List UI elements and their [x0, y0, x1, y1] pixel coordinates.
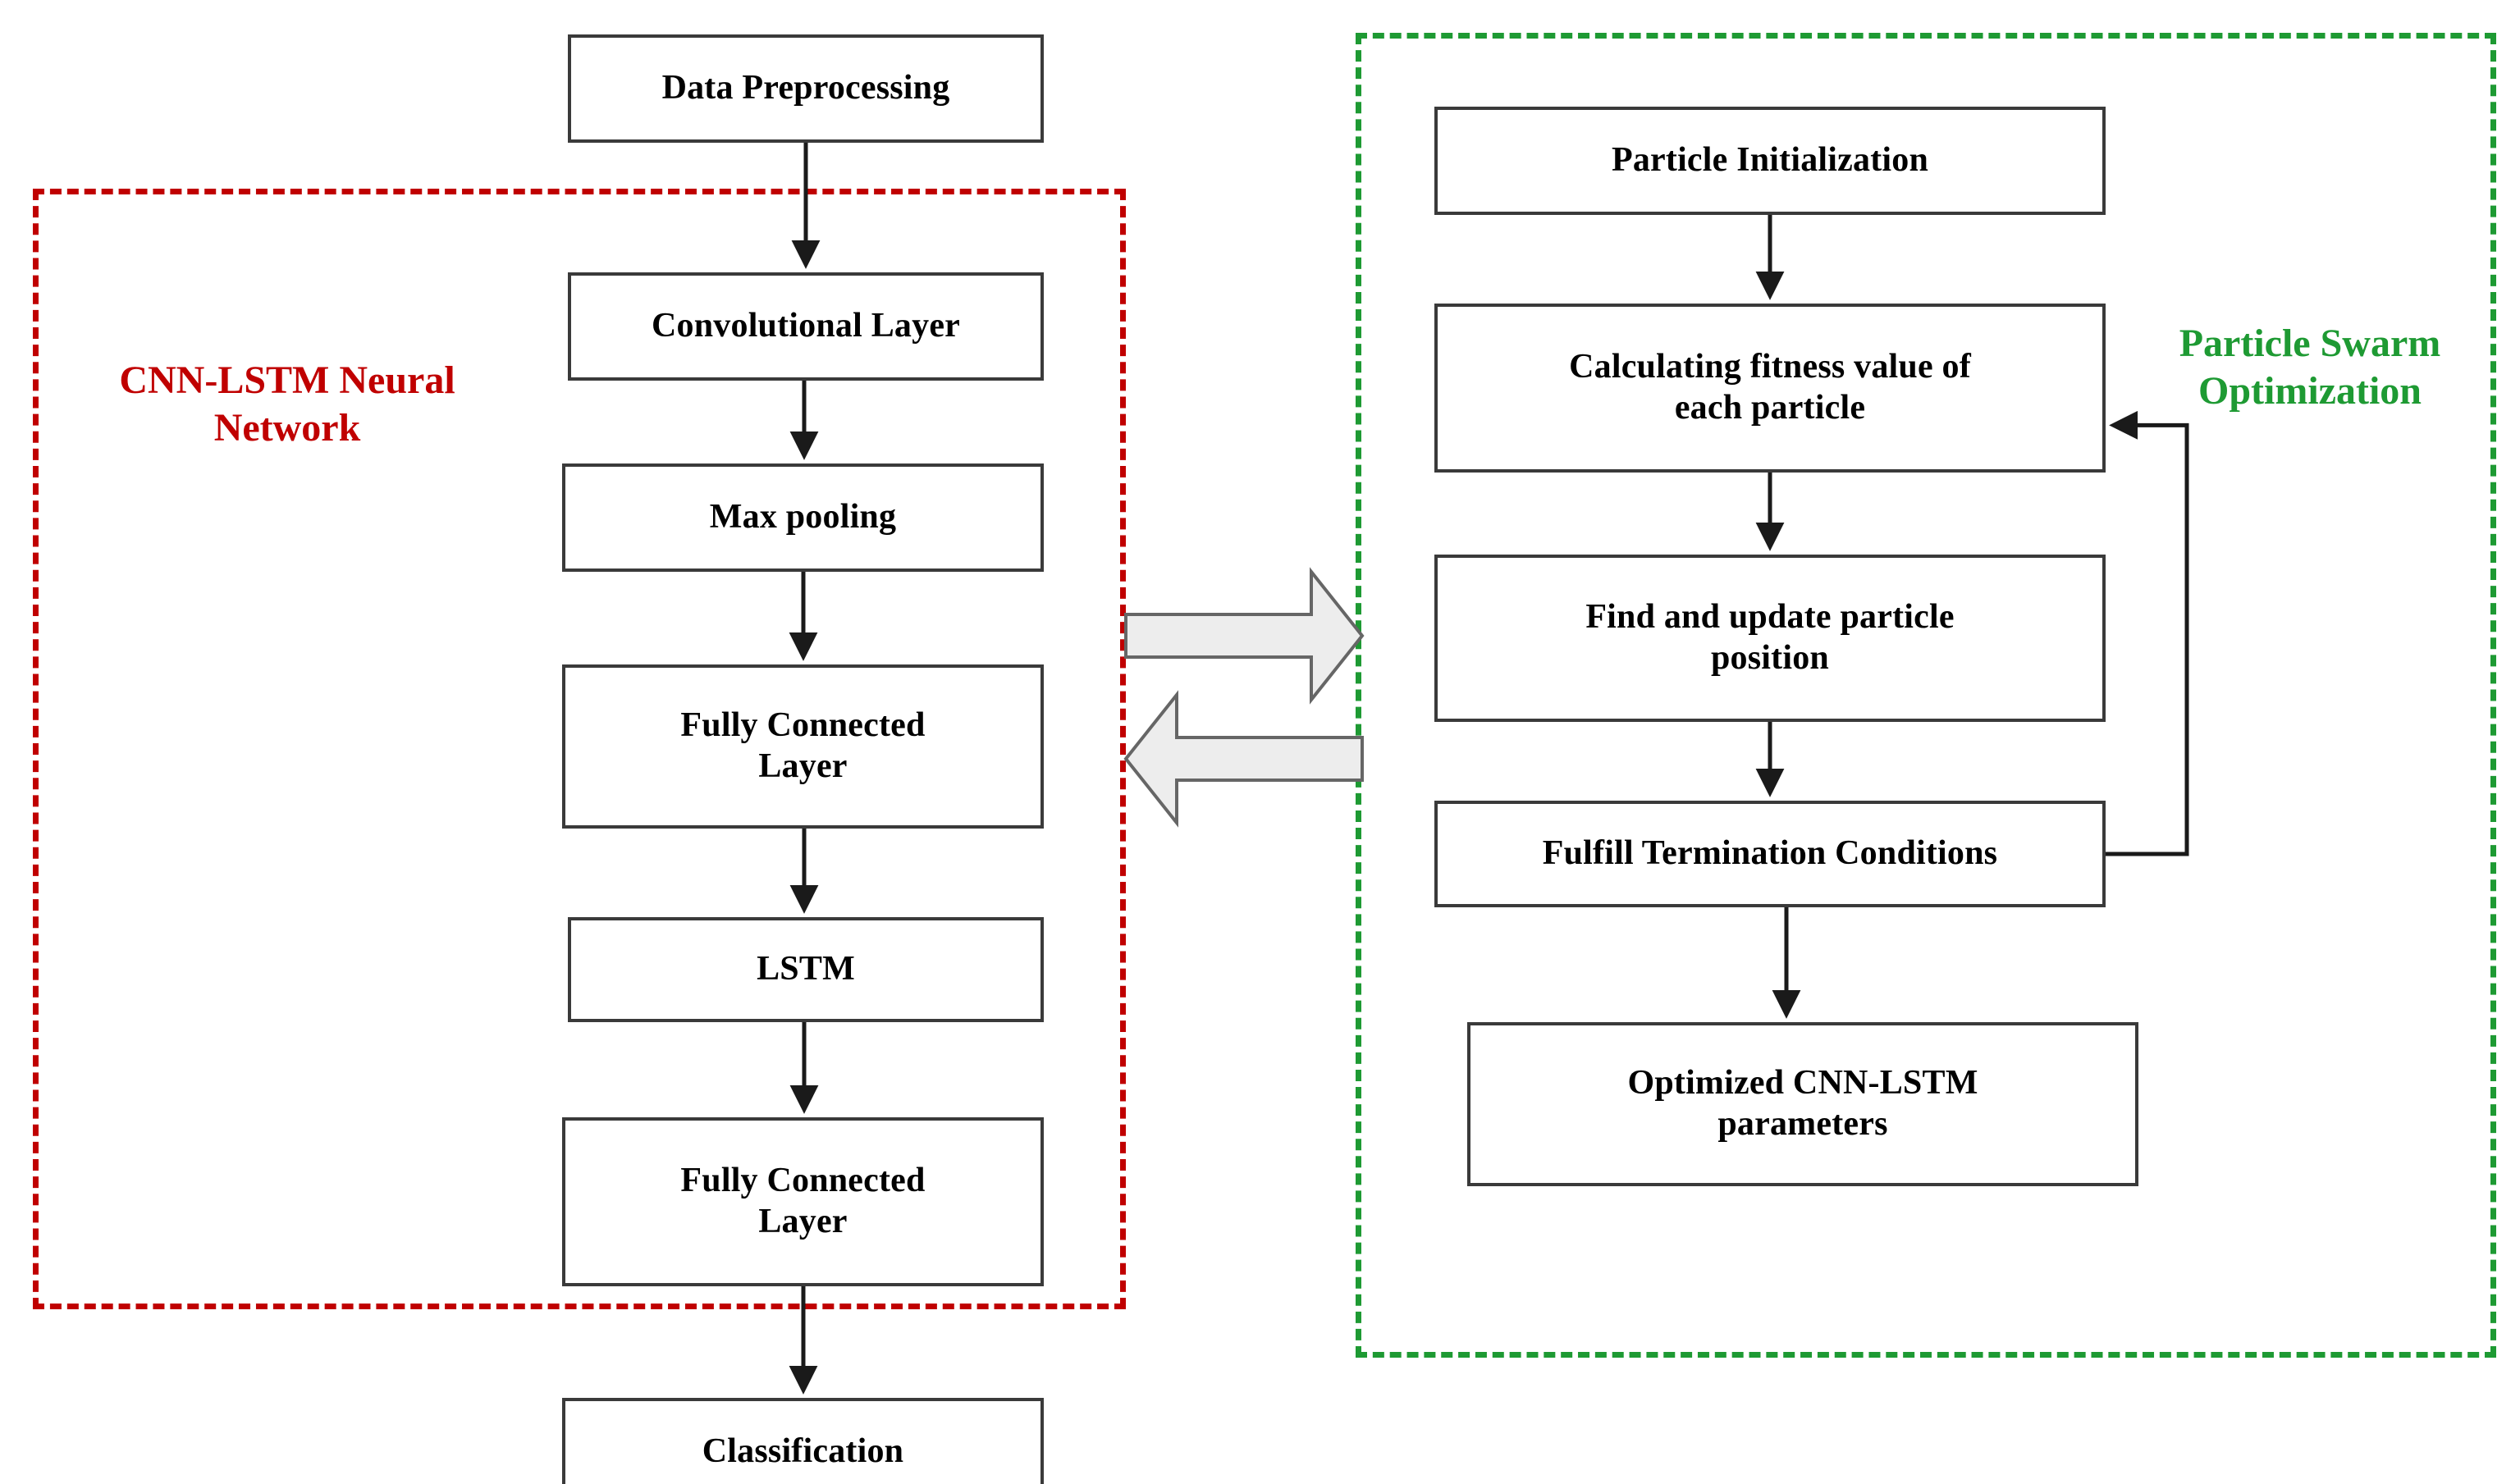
node-label: Fulfill Termination Conditions: [1542, 834, 1998, 873]
node-label: Data Preprocessing: [661, 69, 950, 107]
node-label: Particle Initialization: [1611, 141, 1929, 180]
node-max-pooling[interactable]: Max pooling: [562, 463, 1044, 572]
termination-feedback-to-fitness: [2106, 410, 2189, 856]
group-label-line-1: CNN-LSTM Neural: [119, 358, 455, 402]
group-label-line-2: Optimization: [2198, 368, 2422, 413]
node-fulfill-termination[interactable]: Fulfill Termination Conditions: [1434, 801, 2106, 907]
node-particle-initialization[interactable]: Particle Initialization: [1434, 107, 2106, 215]
group-label-line-2: Network: [213, 405, 361, 450]
group-label-cnn-lstm: CNN-LSTM Neural Network: [57, 357, 517, 451]
node-label: Classification: [702, 1432, 904, 1471]
node-lstm[interactable]: LSTM: [568, 917, 1044, 1022]
pso-to-cnn-block-arrow: [1123, 690, 1364, 828]
node-label: LSTM: [757, 950, 855, 989]
node-classification[interactable]: Classification: [562, 1398, 1044, 1484]
group-label-pso: Particle Swarm Optimization: [2134, 320, 2486, 414]
node-label: Convolutional Layer: [652, 307, 960, 345]
group-label-line-1: Particle Swarm: [2179, 322, 2441, 365]
node-convolutional-layer[interactable]: Convolutional Layer: [568, 272, 1044, 381]
node-label: Max pooling: [709, 498, 897, 537]
cnn-to-pso-block-arrow: [1124, 567, 1365, 705]
node-data-preprocessing[interactable]: Data Preprocessing: [568, 34, 1044, 143]
